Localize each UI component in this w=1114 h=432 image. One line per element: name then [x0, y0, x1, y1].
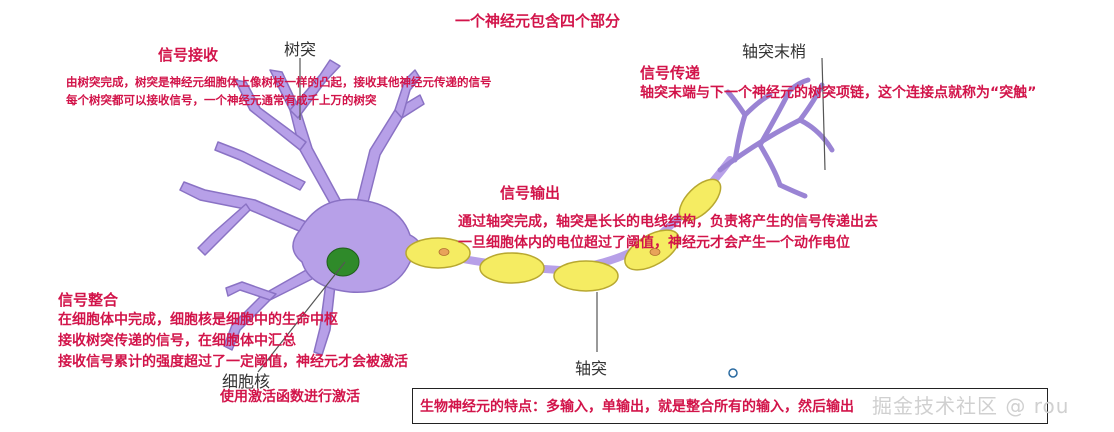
label-axon-terminal: 轴突末梢: [742, 42, 807, 61]
signal-integrate-line-2: 接收树突传递的信号，在细胞体中汇总: [58, 333, 296, 349]
signal-receive-line-1: 由树突完成，树突是神经元细胞体上像树枝一样的凸起，接收其他神经元传递的信号: [66, 75, 492, 89]
myelin-segment: [678, 178, 722, 222]
signal-integrate-heading: 信号整合: [58, 291, 119, 309]
dendrite-branch: [394, 69, 421, 119]
myelin-segment: [479, 252, 545, 284]
label-nucleus: 细胞核: [222, 372, 271, 391]
dendrite-branch: [197, 203, 251, 256]
myelin-sheath: [405, 178, 722, 292]
schwann-nuclei: [438, 248, 661, 256]
signal-receive-heading: 信号接收: [158, 46, 219, 64]
dendrite-branch: [223, 264, 321, 351]
label-dendrite: 树突: [284, 40, 317, 59]
nucleus-shape: [326, 247, 360, 277]
signal-integrate-line-1: 在细胞体中完成，细胞核是细胞中的生命中枢: [58, 312, 338, 328]
diagram-title: 一个神经元包含四个部分: [455, 12, 621, 30]
myelin-segment: [553, 260, 619, 292]
signal-integrate-line-4: 使用激活函数进行激活: [220, 389, 360, 405]
signal-output-heading: 信号输出: [500, 184, 561, 202]
summary-text: 生物神经元的特点：多输入，单输出，就是整合所有的输入，然后输出: [420, 399, 854, 415]
spiral-icon: [728, 368, 738, 378]
signal-receive-line-2: 每个树突都可以接收信号，一个神经元通常有成千上万的树突: [66, 93, 377, 107]
dendrite-branch: [225, 281, 277, 301]
summary-box: [412, 388, 1048, 424]
dendrite-branch: [214, 141, 306, 191]
signal-integrate-line-3: 接收信号累计的强度超过了一定阈值，神经元才会被激活: [58, 354, 408, 370]
axon-terminal-branches: [717, 77, 835, 199]
cell-body: [179, 59, 425, 356]
signal-output-line-1: 通过轴突完成，轴突是长长的电线结构，负责将产生的信号传递出去: [458, 214, 878, 230]
signal-output-line-2: 一旦细胞体内的电位超过了阈值，神经元才会产生一个动作电位: [458, 235, 850, 251]
label-axon: 轴突: [575, 359, 608, 378]
dendrite-branch: [179, 181, 326, 241]
signal-transmit-line-1: 轴突末端与下一个神经元的树突项链，这个连接点就称为“突触”: [640, 85, 1037, 101]
leader-lines: [257, 57, 826, 373]
signal-transmit-heading: 信号传递: [640, 64, 701, 82]
dendrite-branch: [234, 79, 307, 151]
soma: [292, 198, 421, 293]
dendrite-branch: [289, 59, 341, 119]
myelin-segment: [405, 237, 471, 269]
watermark: 掘金技术社区 @ rou: [872, 394, 1070, 418]
